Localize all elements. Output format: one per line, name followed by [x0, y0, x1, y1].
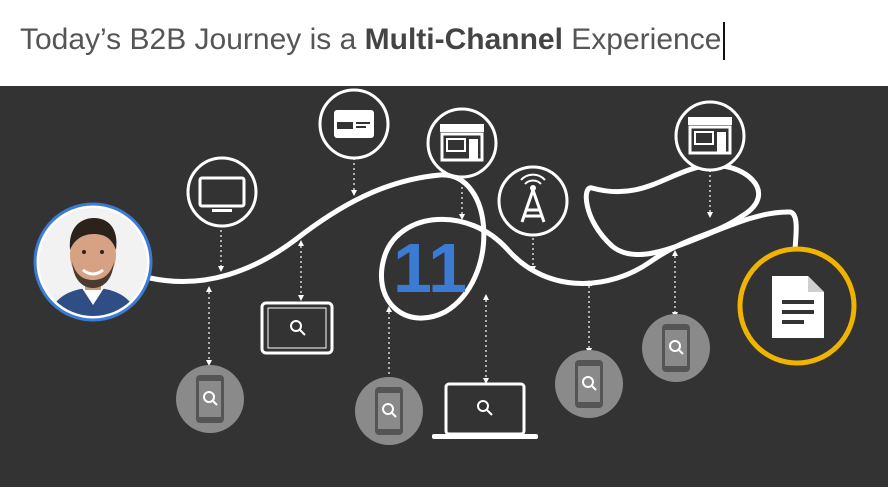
journey-diagram: 11 — [0, 86, 888, 487]
text-cursor — [723, 22, 726, 61]
bottom-connectors — [208, 246, 676, 378]
document-icon — [737, 246, 857, 366]
credit-card-icon — [318, 88, 390, 160]
radio-tower-icon — [497, 165, 569, 237]
title-suffix: Experience — [562, 23, 722, 56]
tablet-search-icon — [260, 301, 334, 355]
mobile-search-icon — [176, 365, 244, 433]
mobile-search-icon-3 — [555, 350, 623, 418]
slide-title[interactable]: Today’s B2B Journey is a Multi-Channel E… — [20, 20, 726, 61]
title-bold: Multi-Channel — [364, 23, 563, 56]
touchpoint-count: 11 — [393, 229, 467, 307]
person-avatar — [33, 202, 153, 322]
monitor-icon — [186, 156, 258, 228]
slide-header: Today’s B2B Journey is a Multi-Channel E… — [0, 0, 888, 86]
laptop-search-icon — [432, 382, 538, 439]
mobile-search-icon-2 — [355, 377, 423, 445]
title-prefix: Today’s B2B Journey is a — [20, 23, 365, 56]
connector-arrows — [218, 190, 713, 272]
storefront-icon-2 — [674, 100, 746, 172]
storefront-icon — [426, 107, 498, 179]
mobile-search-icon-4 — [642, 314, 710, 382]
